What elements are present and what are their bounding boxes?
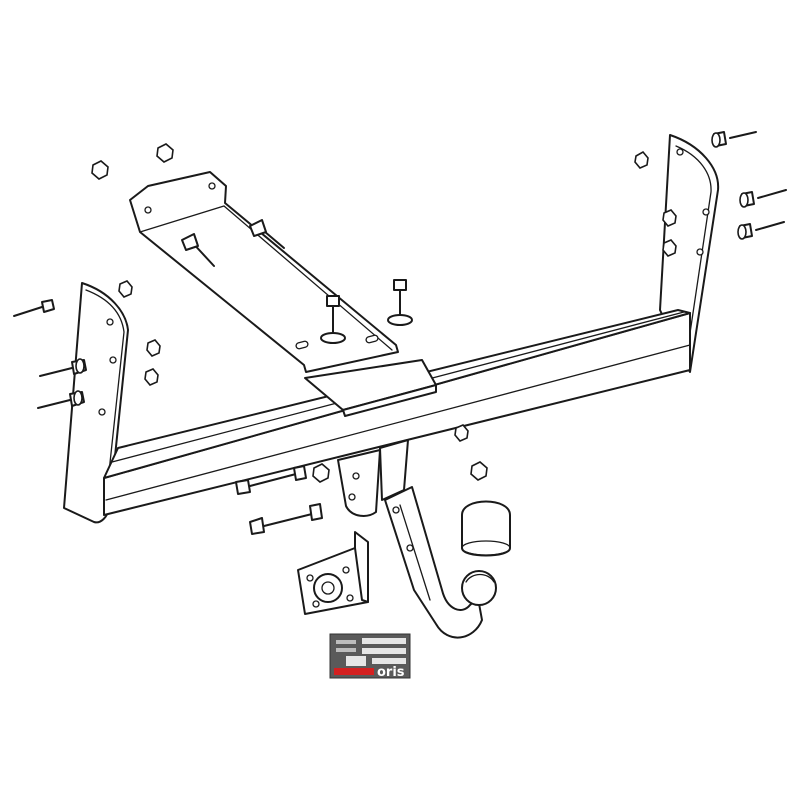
washer [739,192,749,208]
spacer-block [304,359,437,417]
bolt [249,219,285,249]
nuts [73,132,749,483]
bolt [235,465,307,495]
upper-mounting-plate [129,171,399,373]
bolt [249,503,323,535]
brand-logo-text: oris [377,665,405,680]
nut [156,143,174,163]
nut [118,280,133,298]
nut [662,209,677,227]
bolt [13,299,55,317]
tow-ball-cap [461,500,511,557]
washer [73,390,83,406]
bolt [320,295,346,344]
nut [312,463,330,483]
socket-bracket [297,531,369,615]
washer [711,132,721,148]
washer [75,358,85,374]
nut [91,160,109,180]
identification-plate: oris [329,633,411,680]
nut [146,339,161,357]
nut [470,461,488,481]
nut [144,368,159,386]
tow-ball [461,570,497,606]
nut [454,424,469,442]
bolt [181,233,215,267]
tow-ball-neck [384,486,483,639]
bolt [387,279,413,326]
nut [634,150,649,169]
washer [737,224,747,240]
nut [662,239,677,257]
